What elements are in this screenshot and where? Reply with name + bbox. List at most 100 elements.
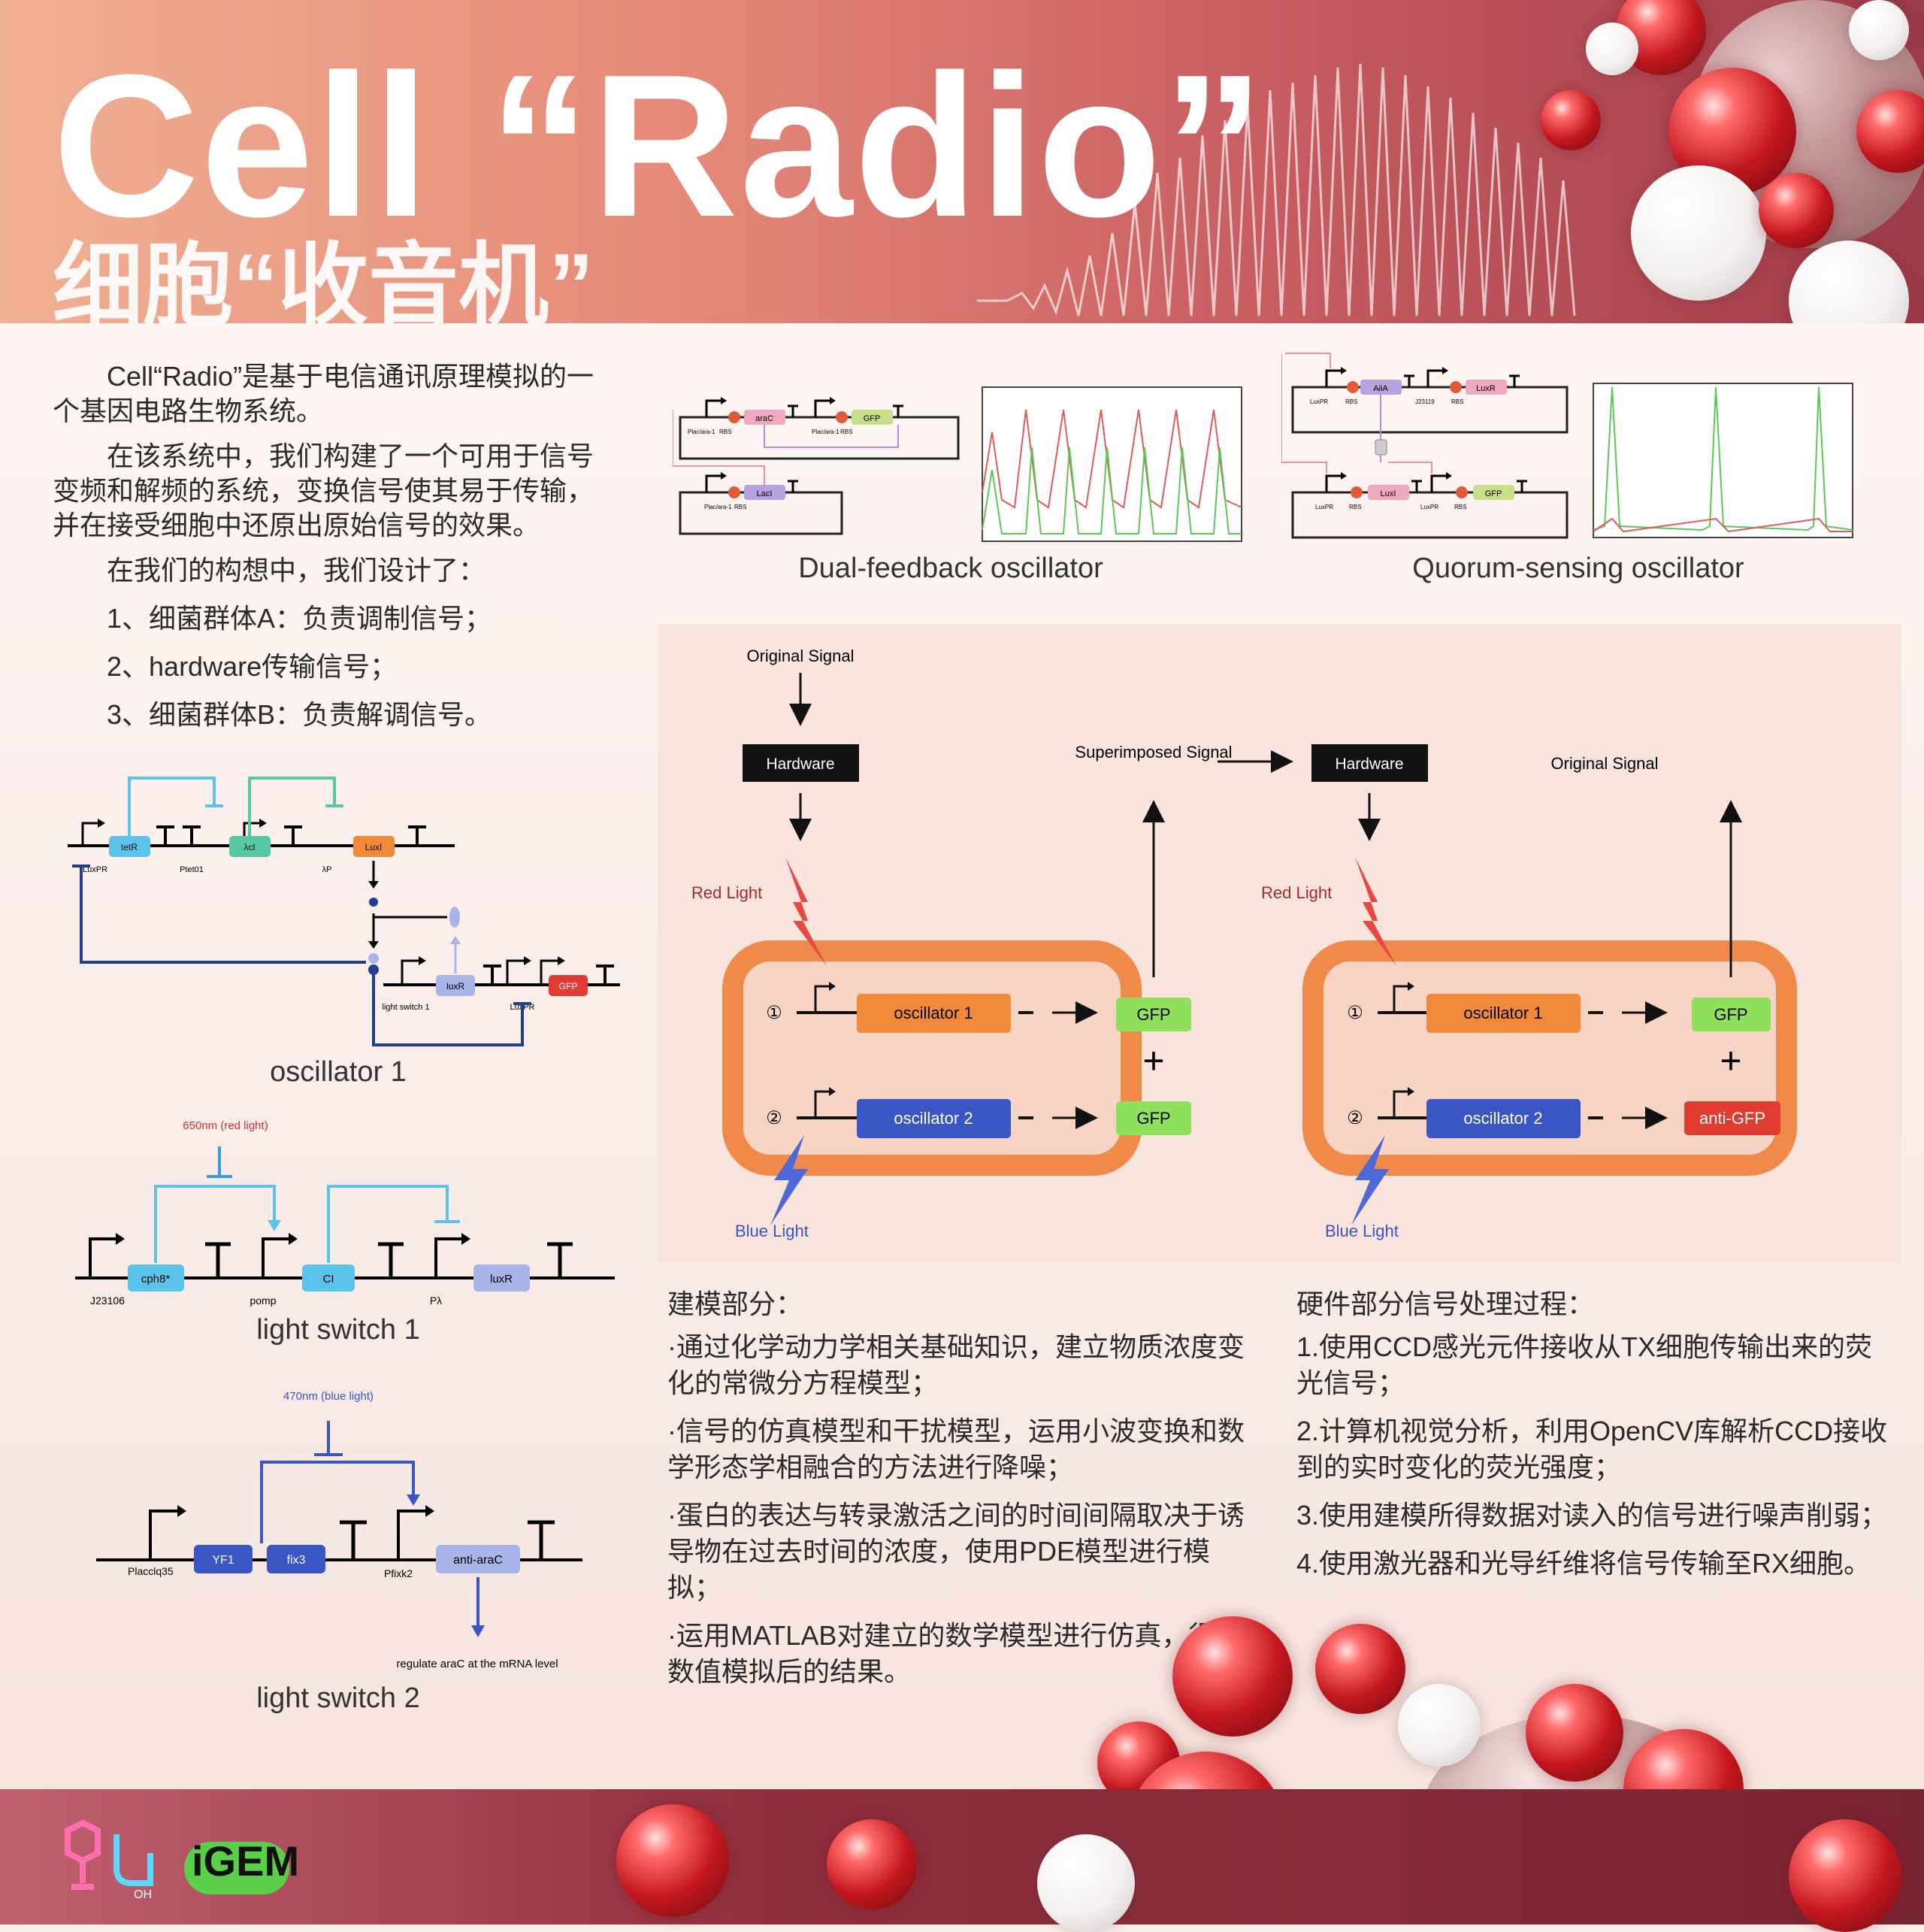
oscillator1-circuit: tetR λcI LuxI LuxPR Ptet01 λP luxR GFP l… (68, 777, 620, 1046)
right-red-light: Red Light (1261, 883, 1332, 902)
left-num2: ② (766, 1108, 782, 1128)
decor-sphere (1398, 1684, 1481, 1767)
gene-luxI: LuxI (365, 842, 383, 852)
gene-laci: LacI (757, 489, 773, 498)
quorum-label: RBS (1349, 504, 1361, 510)
gene-fix3: fix3 (287, 1554, 306, 1567)
gene-yf1: YF1 (212, 1554, 234, 1567)
promoter-pomp: pomp (250, 1295, 276, 1307)
right-blue-light: Blue Light (1325, 1222, 1399, 1240)
gene-arac: araC (755, 414, 773, 423)
gene-aiia: AiiA (1373, 384, 1388, 393)
promoter-lp: λP (322, 865, 332, 874)
title-cn: 细胞“收音机” (53, 235, 594, 323)
footer-band: OH iGEM (0, 1789, 1924, 1932)
quorum-label: LuxPR (1310, 398, 1328, 405)
right-original-signal: Original Signal (1550, 754, 1658, 773)
gene-tetR: tetR (121, 842, 138, 852)
block-diagram: Original Signal Hardware Red Light ① osc… (691, 647, 1797, 1240)
promoter-placiq: Placclq35 (128, 1565, 174, 1577)
decor-sphere (1526, 1684, 1623, 1782)
right-num2: ② (1347, 1108, 1363, 1128)
left-num1: ① (766, 1003, 782, 1023)
gene-cph8: cph8* (141, 1273, 171, 1285)
right-hardware: Hardware (1335, 756, 1403, 773)
intro-p1: Cell“Radio”是基于电信通讯原理模拟的一个基因电路生物系统。 (53, 361, 594, 426)
gene-antiarac: anti-araC (453, 1554, 503, 1567)
left-hardware: Hardware (766, 756, 834, 773)
igem-blob-icon (184, 1842, 289, 1894)
gene-lambda-ci: λcI (244, 842, 255, 852)
hardware-step: 2.计算机视觉分析，利用OpenCV库解析CCD接收到的实时变化的荧光强度； (1296, 1416, 1888, 1482)
logo-oh: OH (134, 1888, 152, 1898)
ls2-signal: 470nm (blue light) (283, 1390, 374, 1403)
superimposed-signal: Superimposed Signal (1075, 743, 1232, 762)
left-out1: GFP (1136, 1005, 1170, 1024)
promoter-ls1: light switch 1 (383, 1003, 430, 1012)
gene-gfp: GFP (559, 981, 578, 992)
modeling-bullet: ·运用MATLAB对建立的数学模型进行仿真，得出数值模拟后的结果。 (667, 1620, 1243, 1687)
quorum-label: LuxPR (1420, 504, 1438, 510)
intro-p3: 在我们的构想中，我们设计了： (107, 555, 486, 586)
oscillator1-caption: oscillator 1 (270, 1056, 407, 1088)
left-blue-light: Blue Light (735, 1222, 809, 1240)
left-red-light: Red Light (691, 883, 762, 902)
gene-luxr: luxR (490, 1273, 513, 1285)
decor-sphere (1172, 1616, 1293, 1737)
right-out2: anti-GFP (1699, 1109, 1765, 1128)
dual-label: Plac/ara-1 (688, 428, 715, 435)
left-out2: GFP (1136, 1109, 1170, 1128)
quorum-label: RBS (1345, 398, 1357, 405)
quorum-diagram: AiiA LuxR LuxI GFP LuxPR RBS J23119 RBS … (1281, 353, 1853, 539)
header-banner: Cell “Radio” 细胞“收音机” (0, 0, 1924, 323)
light-switch2-circuit: 470nm (blue light) YF1 fix3 anti-araC Pl… (96, 1390, 582, 1670)
light-switch2-caption: light switch 2 (256, 1682, 420, 1714)
gene-gfp-dual: GFP (864, 414, 881, 423)
hardware-step: 4.使用激光器和光导纤维将信号传输至RX细胞。 (1296, 1548, 1871, 1579)
left-plus: + (1142, 1040, 1164, 1082)
right-blue-bolt-icon (1351, 1135, 1389, 1225)
light-switch1-circuit: 650nm (red light) cph8* CI luxR J23106 p… (75, 1119, 615, 1307)
ls2-note: regulate araC at the mRNA level (396, 1658, 558, 1670)
left-osc2: oscillator 2 (894, 1109, 973, 1128)
left-original-signal: Original Signal (746, 647, 854, 665)
modeling-title: 建模部分： (667, 1289, 803, 1319)
quorum-label: LuxPR (1315, 504, 1333, 510)
promoter-pl: Pλ (430, 1295, 442, 1307)
hardware-step: 1.使用CCD感光元件接收从TX细胞传输出来的荧光信号； (1296, 1331, 1873, 1398)
header-wave-graphic (977, 63, 1576, 316)
quorum-label: RBS (1454, 504, 1466, 510)
dual-label: RBS (734, 504, 746, 510)
intro-item: 3、细菌群体B：负责解调信号。 (107, 699, 492, 730)
modeling-bullet: ·信号的仿真模型和干扰模型，运用小波变换和数学形态学相融合的方法进行降噪； (667, 1416, 1245, 1482)
dual-feedback-diagram: araC GFP LacI Plac/ara-1 RBS Plac/ara-1 … (673, 386, 1242, 542)
gene-gfp-q: GFP (1485, 489, 1502, 498)
gene-luxr-q: LuxR (1476, 384, 1496, 393)
quorum-caption: Quorum-sensing oscillator (1412, 553, 1744, 584)
gene-luxi-q: LuxI (1381, 489, 1396, 498)
intro-item: 2、hardware传输信号； (107, 651, 398, 682)
left-blue-bolt-icon (770, 1135, 808, 1225)
hardware-step: 3.使用建模所得数据对读入的信号进行噪声削弱； (1296, 1500, 1888, 1531)
dual-feedback-caption: Dual-feedback oscillator (798, 553, 1103, 584)
ls1-signal: 650nm (red light) (183, 1119, 268, 1132)
gene-luxR: luxR (446, 981, 464, 992)
left-red-bolt-icon (785, 857, 827, 966)
intro-item: 1、细菌群体A：负责调制信号； (107, 603, 492, 634)
promoter-pfixk: Pfixk2 (384, 1567, 413, 1579)
quorum-label: RBS (1451, 398, 1463, 405)
right-red-bolt-icon (1355, 857, 1396, 966)
block-diagram-panel: Original Signal Hardware Red Light ① osc… (658, 624, 1901, 1263)
intro-p2: 在该系统中，我们构建了一个可用于信号变频和解频的系统，变换信号使其易于传输，并在… (53, 441, 594, 541)
dual-label: RBS (719, 428, 731, 435)
right-osc1: oscillator 1 (1463, 1004, 1542, 1022)
gene-ci: CI (323, 1273, 334, 1285)
intro-text: Cell“Radio”是基于电信通讯原理模拟的一个基因电路生物系统。 在该系统中… (53, 359, 609, 743)
promoter-j23106: J23106 (90, 1295, 125, 1307)
promoter-ptet: Ptet01 (180, 865, 204, 874)
title-en: Cell “Radio” (53, 33, 1266, 259)
team-logo-icon: OH (65, 1819, 153, 1898)
modeling-bullet: ·通过化学动力学相关基础知识，建立物质浓度变化的常微分方程模型； (667, 1331, 1245, 1398)
quorum-label: J23119 (1415, 398, 1435, 405)
right-plus: + (1720, 1040, 1741, 1082)
